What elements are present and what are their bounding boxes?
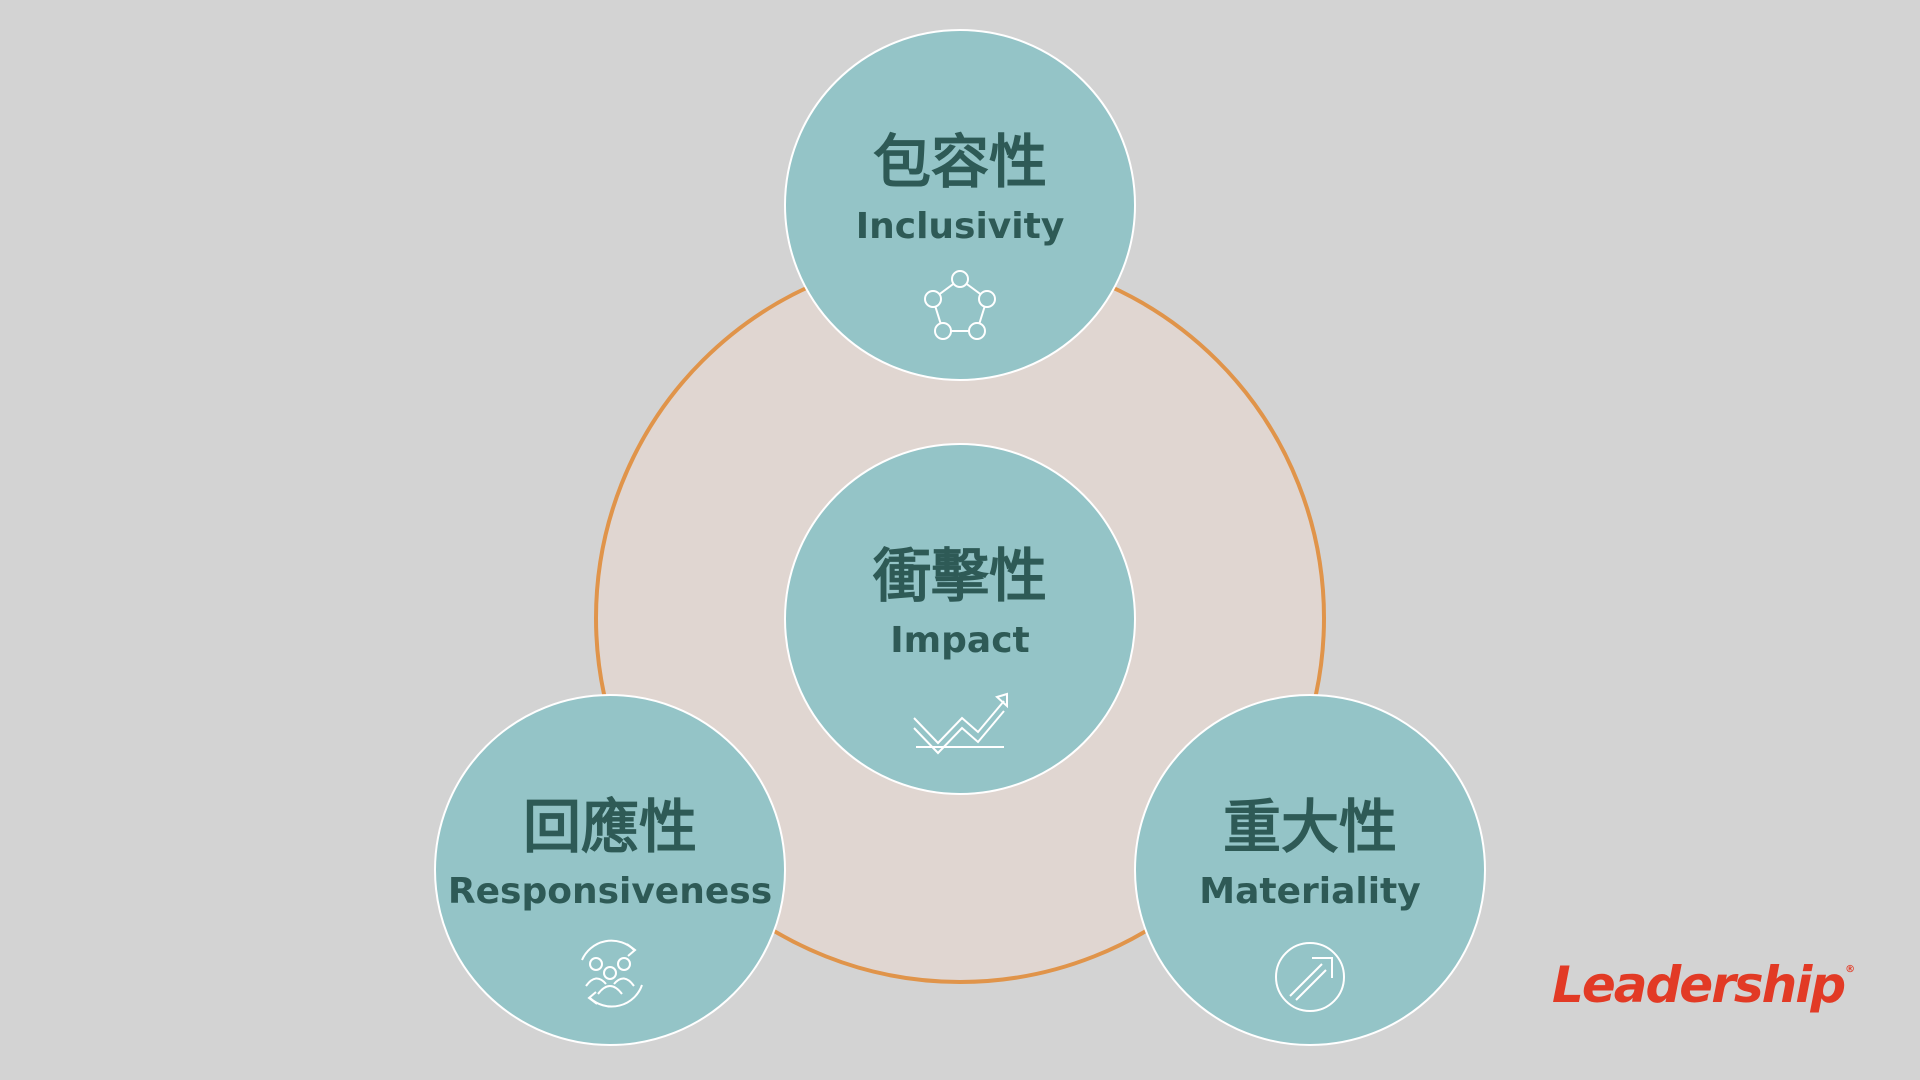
node-impact-en: Impact <box>890 620 1030 661</box>
node-inclusivity-zh: 包容性 <box>873 128 1047 196</box>
circle-arrow-up-right-icon <box>1275 942 1345 1012</box>
people-cycle-icon <box>581 939 643 1008</box>
node-inclusivity: 包容性 Inclusivity <box>784 29 1136 381</box>
pentagon-network-icon <box>924 270 996 340</box>
node-responsiveness-en: Responsiveness <box>448 871 772 912</box>
node-responsiveness-circle <box>434 694 786 1046</box>
node-impact: 衝擊性 Impact <box>784 443 1136 795</box>
trend-up-chart-icon <box>913 692 1008 755</box>
node-responsiveness: 回應性 Responsiveness <box>434 694 786 1046</box>
leadership-logo: Leadership® <box>1552 938 1855 1014</box>
node-materiality-zh: 重大性 <box>1223 793 1397 861</box>
node-impact-circle <box>784 443 1136 795</box>
registered-mark: ® <box>1845 964 1856 975</box>
node-inclusivity-circle <box>784 29 1136 381</box>
logo-text: Leadership <box>1552 956 1846 1014</box>
node-materiality-circle <box>1134 694 1486 1046</box>
node-responsiveness-zh: 回應性 <box>523 793 697 861</box>
node-materiality-en: Materiality <box>1199 871 1420 912</box>
node-materiality: 重大性 Materiality <box>1134 694 1486 1046</box>
node-impact-zh: 衝擊性 <box>872 542 1047 610</box>
node-inclusivity-en: Inclusivity <box>856 206 1065 247</box>
